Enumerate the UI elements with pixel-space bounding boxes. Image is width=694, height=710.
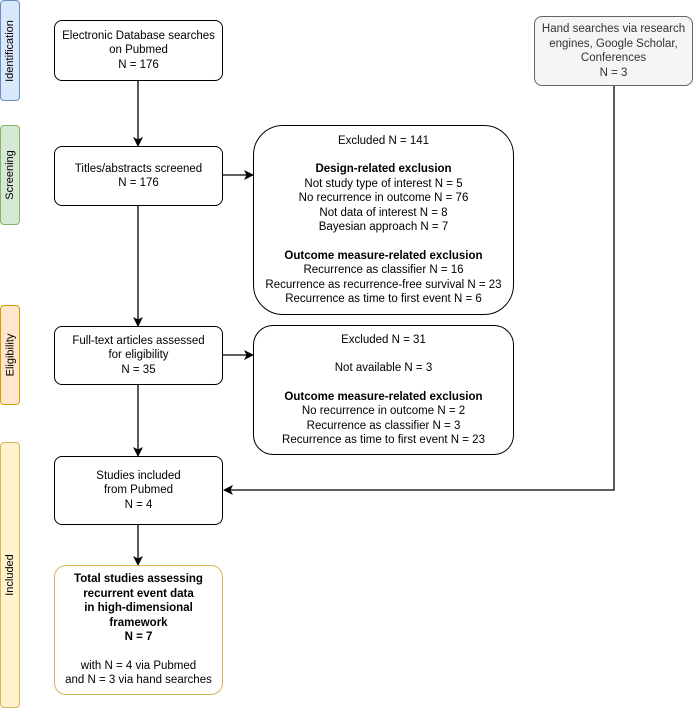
screened-count: N = 176 xyxy=(118,177,159,189)
database-search-line2: on Pubmed xyxy=(109,44,168,57)
included-pubmed-line2: from Pubmed xyxy=(103,484,174,497)
excluded-fulltext-title: Excluded N = 31 xyxy=(341,333,426,346)
design-exclusion-item: No recurrence in outcome N = 76 xyxy=(298,192,469,204)
included-pubmed-count: N = 4 xyxy=(124,498,153,511)
fulltext-count: N = 35 xyxy=(121,363,156,376)
excluded-screening-box: Excluded N = 141 Design-related exclusio… xyxy=(253,125,514,315)
included-pubmed-box: Studies included from Pubmed N = 4 xyxy=(54,456,223,525)
screened-box: Titles/abstracts screened N = 176 xyxy=(54,146,223,206)
design-exclusion-item: Bayesian approach N = 7 xyxy=(318,221,449,233)
hand-searches-line3: Conferences xyxy=(580,52,647,64)
design-exclusion-item: Not study type of interest N = 5 xyxy=(304,177,463,190)
outcome-exclusion-item: Recurrence as classifier N = 16 xyxy=(303,264,464,276)
fulltext-outcome-item: Recurrence as classifier N = 3 xyxy=(306,419,461,432)
phase-included: Included xyxy=(0,442,20,708)
outcome-exclusion-item: Recurrence as time to first event N = 6 xyxy=(285,293,482,305)
not-available-item: Not available N = 3 xyxy=(334,362,433,374)
hand-searches-line2: engines, Google Scholar, xyxy=(549,37,678,50)
fulltext-outcome-item: Recurrence as time to first event N = 23 xyxy=(282,434,485,446)
total-studies-box: Total studies assessing recurrent event … xyxy=(54,565,223,695)
fulltext-outcome-heading: Outcome measure-related exclusion xyxy=(284,390,483,403)
database-search-box: Electronic Database searches on Pubmed N… xyxy=(54,20,223,81)
hand-searches-box: Hand searches via research engines, Goog… xyxy=(534,16,693,86)
design-exclusion-heading: Design-related exclusion xyxy=(315,163,452,175)
outcome-exclusion-item: Recurrence as recurrence-free survival N… xyxy=(265,278,502,291)
phase-identification: Identification xyxy=(0,0,20,101)
hand-searches-count: N = 3 xyxy=(599,66,628,79)
total-studies-line: framework xyxy=(109,616,168,629)
fulltext-box: Full-text articles assessed for eligibil… xyxy=(54,326,223,385)
database-search-line1: Electronic Database searches xyxy=(62,29,215,42)
total-studies-hand-note: and N = 3 via hand searches xyxy=(65,674,212,687)
fulltext-line1: Full-text articles assessed xyxy=(72,334,205,347)
excluded-screening-title: Excluded N = 141 xyxy=(337,134,430,147)
phase-screening: Screening xyxy=(0,125,20,225)
fulltext-line2: for eligibility xyxy=(108,349,169,362)
total-studies-pubmed-note: with N = 4 via Pubmed xyxy=(80,659,197,672)
total-studies-line: Total studies assessing xyxy=(74,573,203,586)
total-studies-line: recurrent event data xyxy=(83,587,194,600)
fulltext-outcome-item: No recurrence in outcome N = 2 xyxy=(301,405,466,417)
total-studies-count: N = 7 xyxy=(124,631,153,644)
hand-searches-line1: Hand searches via research xyxy=(541,23,686,35)
total-studies-line: in high-dimensional xyxy=(84,602,193,615)
excluded-fulltext-box: Excluded N = 31 Not available N = 3 Outc… xyxy=(253,325,514,455)
phase-eligibility: Eligibility xyxy=(0,305,20,405)
arrow-hand-searches-to-included xyxy=(223,86,615,495)
design-exclusion-item: Not data of interest N = 8 xyxy=(319,206,448,219)
outcome-exclusion-heading: Outcome measure-related exclusion xyxy=(284,249,483,262)
included-pubmed-line1: Studies included xyxy=(96,469,181,482)
database-search-count: N = 176 xyxy=(118,58,159,71)
screened-line1: Titles/abstracts screened xyxy=(74,162,203,175)
